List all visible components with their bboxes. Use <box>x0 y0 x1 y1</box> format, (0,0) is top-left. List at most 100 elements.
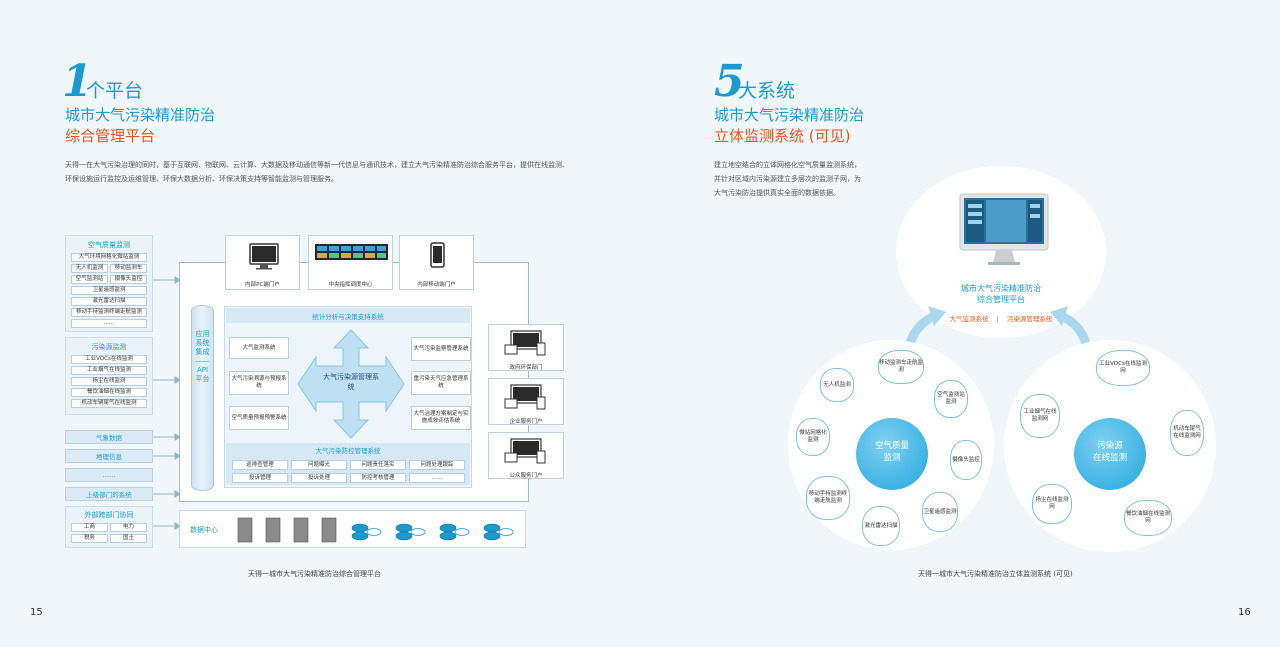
external-cell: 工商 <box>71 523 108 532</box>
left-paragraph: 天得一在大气污染治理的同时，基于互联网、物联网、云计算、大数据及移动通信等新一代… <box>65 161 569 183</box>
right-cloud: 工业VOCs在线监测网 <box>1096 350 1150 386</box>
terminal-command: 中央指挥调度中心 <box>308 235 393 290</box>
phone-icon <box>430 242 445 268</box>
stats-decision-bar: 统计分析与决策支持系统 <box>226 308 470 323</box>
air-pair-cell: 移动监测车 <box>110 264 147 273</box>
api-platform-label: 应用系统集成——API平台 <box>195 330 210 383</box>
air-center-label: 空气质量 监测 <box>856 440 928 464</box>
left-title-line1: 城市大气污染精准防治 <box>65 106 216 124</box>
external-cell: 税务 <box>71 534 108 543</box>
pollution-row: 餐饮油烟在线监测 <box>71 388 147 397</box>
left-cloud: 摄像头监控 <box>950 440 982 480</box>
control-cell: 问题责任落实 <box>350 460 406 470</box>
pollution-row: 扬尘在线监测 <box>71 377 147 386</box>
left-page-number: 15 <box>30 607 43 618</box>
platform-sub-left: 大气监测系统 <box>949 315 989 323</box>
left-cloud: 移动手持监测终端走航监测 <box>806 476 850 520</box>
right-big-number: 5 <box>714 56 745 107</box>
pollution-center-line2: 在线监测 <box>1092 453 1127 463</box>
right-cloud: 机动车尾气在线监测网 <box>1170 410 1204 456</box>
center-system-label: 大气污染源管理系统 <box>323 373 379 391</box>
air-center-line2: 监测 <box>883 453 901 463</box>
external-cell: 国土 <box>110 534 147 543</box>
portal-gov: 政府环保部门 <box>488 324 564 371</box>
side-item: 气象数据 <box>65 430 153 444</box>
left-cloud: 卫星遥感监测 <box>922 492 958 532</box>
portal-public: 公众服务门户 <box>488 432 564 479</box>
right-heading-word: 大系统 <box>738 80 796 102</box>
imac-icon <box>959 193 1049 265</box>
air-pair-cell: 摄像头监控 <box>110 275 147 284</box>
air-row: …… <box>71 319 147 328</box>
left-system: 大气污染溯源与预报系统 <box>229 371 289 395</box>
left-big-number: 1 <box>62 56 93 107</box>
terminal-pc: 内部PC端门户 <box>225 235 300 290</box>
terminal-mobile-label: 内部移动端门户 <box>417 282 456 288</box>
terminal-pc-label: 内部PC端门户 <box>245 282 280 288</box>
left-page: 1 个平台 城市大气污染精准防治 综合管理平台 天得一在大气污染治理的同时，基于… <box>0 0 640 647</box>
left-heading-word: 个平台 <box>86 80 144 102</box>
right-page-number: 16 <box>1238 607 1251 618</box>
control-cell: 投诉管理 <box>232 473 288 483</box>
platform-title-line1: 城市大气污染精准防治 <box>961 284 1041 293</box>
connector-lines <box>153 276 181 530</box>
external-collab-panel: 外部跨部门协同 工商 电力 税务 国土 <box>65 506 153 548</box>
right-paragraph: 建立地空结合的立体网格化空气质量监测系统，并针对区域内污染源建立多层次的监测子网… <box>714 161 861 197</box>
data-center-label: 数据中心 <box>190 526 218 534</box>
air-row: 移动手持监测终端走航监测 <box>71 308 147 317</box>
control-cell: 问题处理跟踪 <box>409 460 465 470</box>
portal-public-label: 公众服务门户 <box>509 473 543 479</box>
air-pair-cell: 空气监测站 <box>71 275 108 284</box>
devices-icon <box>504 384 546 410</box>
right-caption: 天得一城市大气污染精准防治立体监测系统 (可见) <box>918 570 1073 578</box>
left-cloud: 空气监测站监测 <box>934 380 968 418</box>
platform-title: 城市大气污染精准防治 综合管理平台 <box>896 283 1106 305</box>
right-title-line2: 立体监测系统 (可见) <box>714 127 851 145</box>
right-page: 5 大系统 城市大气污染精准防治 立体监测系统 (可见) 建立地空结合的立体网格… <box>640 0 1280 647</box>
right-cloud: 扬尘在线监测网 <box>1032 484 1072 524</box>
air-quality-panel: 空气质量监测 大气环境网格化微站监测 无人机监测 移动监测车 空气监测站 摄像头… <box>65 235 153 332</box>
left-system: 大气监测系统 <box>229 337 289 359</box>
left-cloud: 微站网格化监测 <box>796 418 830 456</box>
side-item: 地理信息 <box>65 449 153 463</box>
external-title: 外部跨部门协同 <box>84 511 134 519</box>
cross-arrow-icon <box>297 329 405 439</box>
monitor-icon <box>249 243 279 270</box>
control-bar-title: 大气污染防控管理系统 <box>315 447 381 455</box>
side-item: …… <box>65 468 153 482</box>
pollution-source-panel: 污染源监测 工业VOCs在线监测 工业烟气在线监测 扬尘在线监测 餐饮油烟在线监… <box>65 337 153 415</box>
right-system: 重污染天气应急管理系统 <box>411 371 471 395</box>
right-title-line1: 城市大气污染精准防治 <box>714 106 865 124</box>
platform-title-line2: 综合管理平台 <box>977 295 1025 304</box>
air-center-line1: 空气质量 <box>874 441 909 451</box>
right-system: 大气治理方案制定与实施成效评估系统 <box>411 406 471 430</box>
air-row: 激光雷达扫描 <box>71 297 147 306</box>
pollution-row: 工业烟气在线监测 <box>71 366 147 375</box>
api-platform-column <box>191 305 214 491</box>
control-cell: 防控考核管理 <box>350 473 406 483</box>
air-row: 卫星遥感监测 <box>71 286 147 295</box>
side-item: 上级部门的系统 <box>65 487 153 501</box>
terminal-command-label: 中央指挥调度中心 <box>328 282 373 288</box>
left-cloud: 激光雷达扫描 <box>862 506 900 546</box>
air-center-bubble <box>856 418 928 490</box>
video-wall-icon <box>315 244 388 260</box>
portal-enterprise-label: 企业服务门户 <box>509 419 543 425</box>
left-title-line2: 综合管理平台 <box>65 127 156 145</box>
air-pair-cell: 无人机监测 <box>71 264 108 273</box>
pollution-center-label: 污染源 在线监测 <box>1074 440 1146 464</box>
servers-icon <box>237 517 514 543</box>
air-panel-title: 空气质量监测 <box>88 241 130 249</box>
control-cell: …… <box>409 473 465 483</box>
portal-gov-label: 政府环保部门 <box>509 365 543 371</box>
pollution-center-line1: 污染源 <box>1097 441 1123 451</box>
pollution-row: 工业VOCs在线监测 <box>71 355 147 364</box>
left-system: 空气质量预报预警系统 <box>229 406 289 430</box>
air-row: 大气环境网格化微站监测 <box>71 253 147 262</box>
control-cell: 问题曝光 <box>291 460 347 470</box>
left-cloud: 移动监测车走航监测 <box>878 350 924 384</box>
portal-enterprise: 企业服务门户 <box>488 378 564 425</box>
devices-icon <box>504 330 546 356</box>
control-cell: 巡排查管理 <box>232 460 288 470</box>
right-cloud: 餐饮油烟在线监测网 <box>1124 500 1172 536</box>
